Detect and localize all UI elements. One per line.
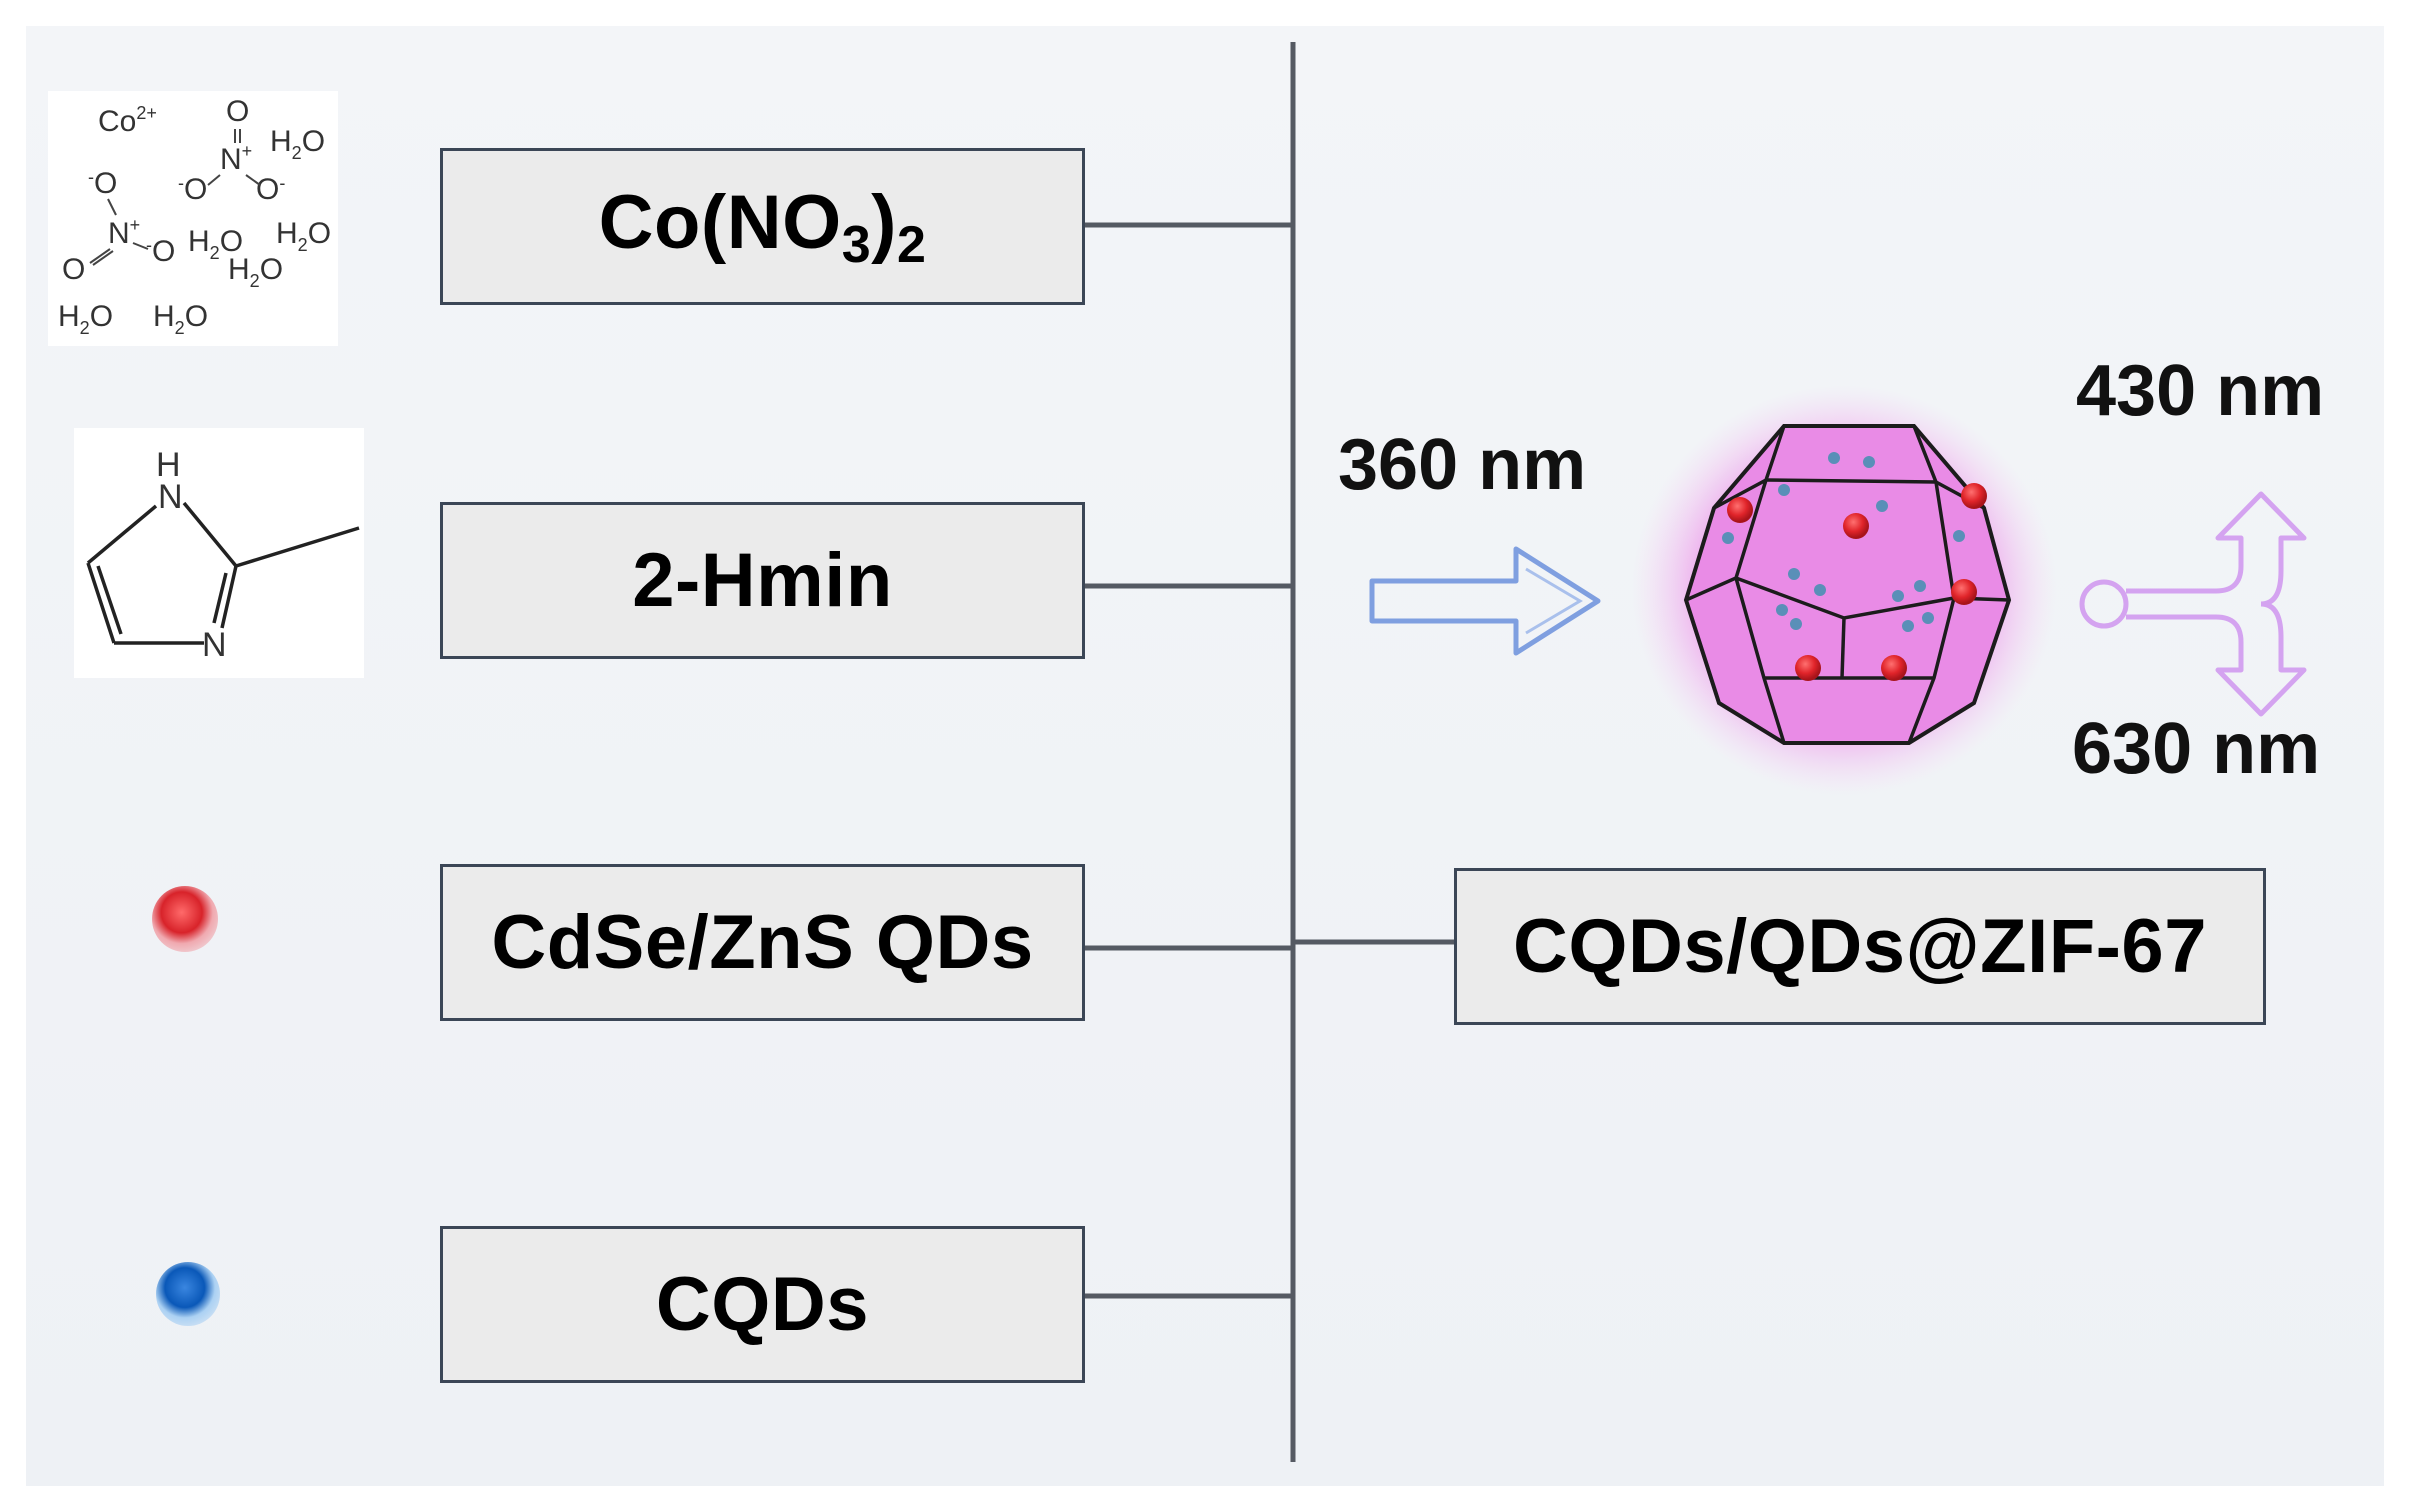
svg-text:N+: N+ [220, 141, 252, 176]
zif67-crystal-icon [1632, 385, 2056, 795]
imidazole-n3-atom: N [202, 626, 227, 664]
product-box: CQDs/QDs@ZIF-67 [1454, 868, 2266, 1025]
reagent-label-2-hmin: 2-Hmin [632, 538, 893, 623]
svg-text:H2O: H2O [58, 300, 113, 338]
co-ion-label: Co2+ [98, 103, 157, 138]
svg-text:-O: -O [146, 235, 175, 268]
svg-text:H2O: H2O [270, 125, 325, 163]
svg-text:-O: -O [178, 173, 207, 206]
reagent-box-2-hmin: 2-Hmin [440, 502, 1085, 659]
emission-split-arrow-icon [2079, 491, 2307, 717]
product-label: CQDs/QDs@ZIF-67 [1513, 904, 2207, 989]
imidazole-n1-atom: N [158, 478, 183, 516]
cobalt-nitrate-structure: Co2+ O N+ -O O- H2O -O N+ O -O H2O H2O H… [48, 91, 338, 346]
imidazole-h-atom: H [156, 446, 181, 484]
svg-text:H2O: H2O [276, 217, 331, 255]
imidazole-structure: H N N [74, 428, 364, 678]
svg-text:H2O: H2O [153, 300, 208, 338]
reagent-box-cobalt-nitrate: Co(NO3)2 [440, 148, 1085, 305]
reagent-box-cqds: CQDs [440, 1226, 1085, 1383]
emission-430-label: 430 nm [2076, 351, 2325, 431]
svg-text:O: O [226, 95, 249, 128]
excitation-wavelength-label: 360 nm [1338, 425, 1587, 505]
svg-text:O-: O- [256, 173, 285, 206]
connector-lines [1082, 42, 1454, 1462]
reagent-label-qds: CdSe/ZnS QDs [491, 900, 1034, 985]
excitation-arrow-icon [1369, 546, 1601, 656]
svg-text:H2O: H2O [228, 253, 283, 291]
reagent-box-qds: CdSe/ZnS QDs [440, 864, 1085, 1021]
reagent-label-cobalt-nitrate: Co(NO3)2 [598, 179, 927, 274]
emission-630-label: 630 nm [2072, 709, 2321, 789]
qd-red-dot-icon [152, 886, 218, 952]
svg-text:O: O [62, 253, 85, 286]
svg-text:-O: -O [88, 167, 117, 200]
cqd-blue-dot-icon [156, 1262, 220, 1326]
diagram-canvas: Co2+ O N+ -O O- H2O -O N+ O -O H2O H2O H… [26, 26, 2384, 1486]
svg-text:H2O: H2O [188, 225, 243, 263]
reagent-label-cqds: CQDs [655, 1262, 870, 1347]
